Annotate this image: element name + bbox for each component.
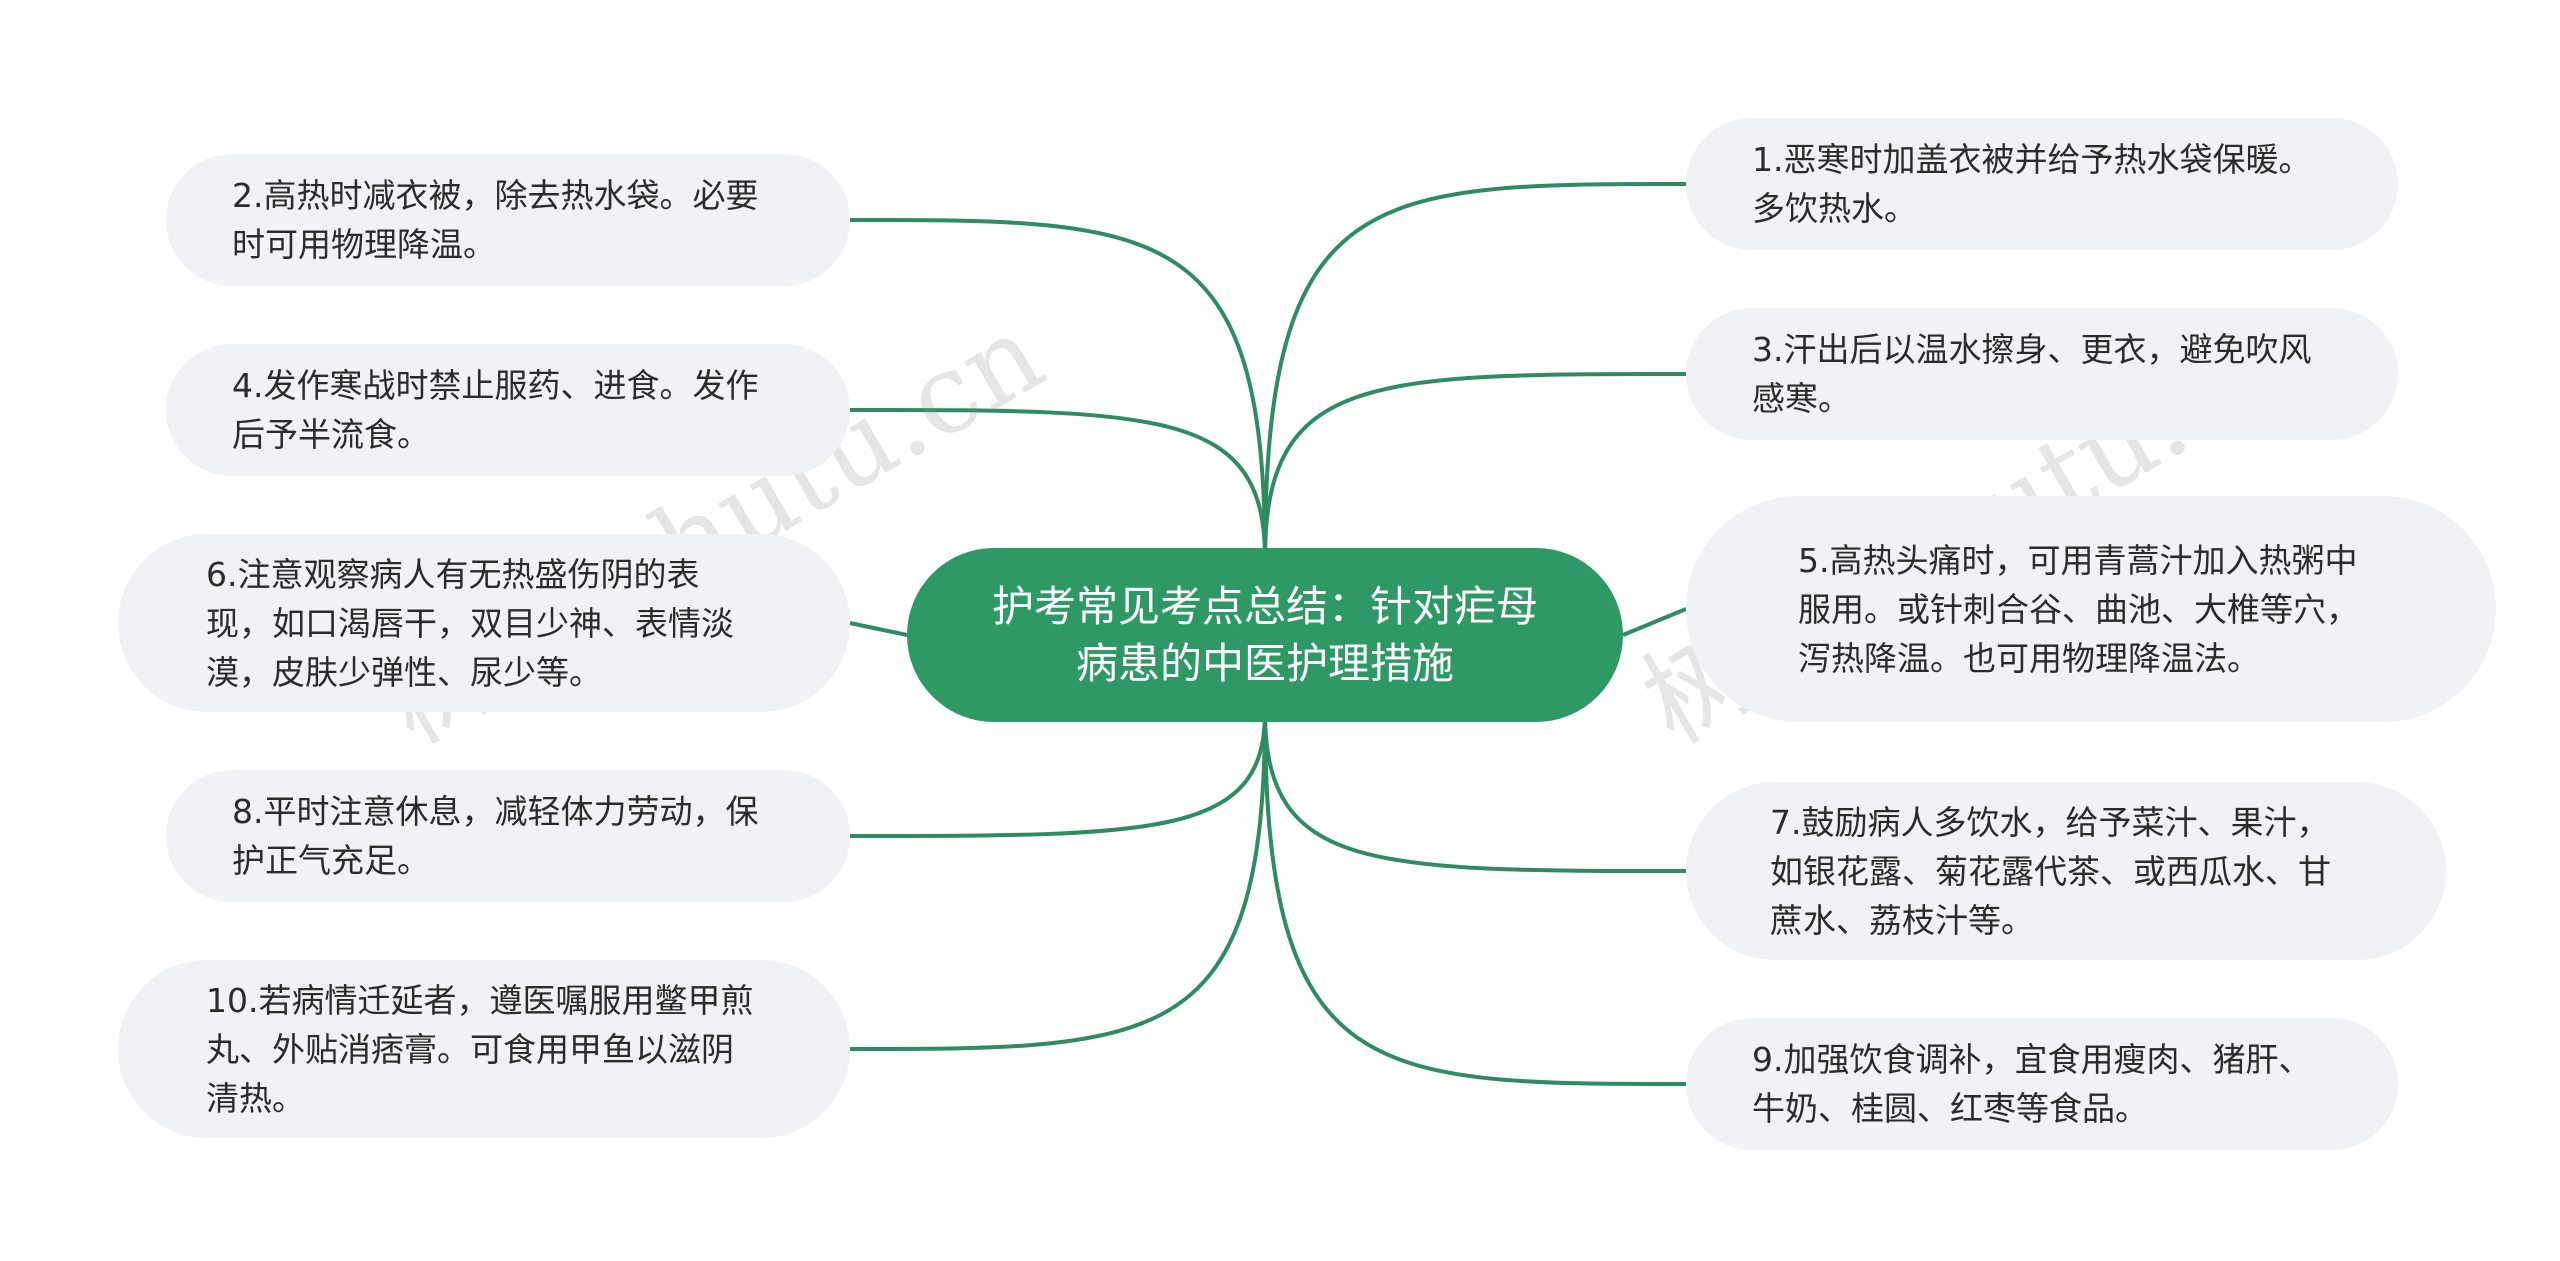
connector-n2: [849, 218, 1267, 559]
branch-node-4[interactable]: 4.发作寒战时禁止服药、进食。发作后予半流食。: [166, 344, 850, 476]
branch-node-label: 5.高热头痛时，可用青蒿汁加入热粥中服用。或针刺合谷、曲池、大椎等穴，泻热降温。…: [1798, 540, 2359, 678]
branch-node-6[interactable]: 6.注意观察病人有无热盛伤阴的表现，如口渴唇干，双目少神、表情淡漠，皮肤少弹性、…: [118, 534, 850, 712]
connector-n3: [1263, 372, 1687, 559]
connector-n5: [1622, 607, 1687, 637]
branch-node-label: 8.平时注意休息，减轻体力劳动，保护正气充足。: [232, 792, 759, 880]
central-topic[interactable]: 护考常见考点总结：针对疟母病患的中医护理措施: [907, 548, 1623, 722]
branch-node-3[interactable]: 3.汗出后以温水擦身、更衣，避免吹风感寒。: [1686, 308, 2398, 440]
branch-node-label: 4.发作寒战时禁止服药、进食。发作后予半流食。: [232, 366, 759, 454]
branch-node-2[interactable]: 2.高热时减衣被，除去热水袋。必要时可用物理降温。: [166, 154, 850, 286]
branch-node-1[interactable]: 1.恶寒时加盖衣被并给予热水袋保暖。多饮热水。: [1686, 118, 2398, 250]
branch-node-label: 6.注意观察病人有无热盛伤阴的表现，如口渴唇干，双目少神、表情淡漠，皮肤少弹性、…: [206, 554, 734, 692]
connector-n8: [849, 711, 1267, 838]
branch-node-label: 9.加强饮食调补，宜食用瘦肉、猪肝、牛奶、桂圆、红枣等食品。: [1752, 1040, 2312, 1128]
branch-node-label: 2.高热时减衣被，除去热水袋。必要时可用物理降温。: [232, 176, 759, 264]
connector-n6: [849, 621, 908, 637]
branch-node-10[interactable]: 10.若病情迁延者，遵医嘱服用鳖甲煎丸、外贴消痞膏。可食用甲鱼以滋阴清热。: [118, 960, 850, 1138]
branch-node-label: 3.汗出后以温水擦身、更衣，避免吹风感寒。: [1752, 330, 2312, 418]
branch-node-label: 7.鼓励病人多饮水，给予菜汁、果汁，如银花露、菊花露代茶、或西瓜水、甘蔗水、荔枝…: [1770, 802, 2331, 940]
branch-node-label: 10.若病情迁延者，遵医嘱服用鳖甲煎丸、外贴消痞膏。可食用甲鱼以滋阴清热。: [206, 980, 754, 1118]
connector-n4: [849, 408, 1267, 559]
connector-n10: [849, 711, 1267, 1051]
connector-n9: [1263, 711, 1687, 1086]
branch-node-7[interactable]: 7.鼓励病人多饮水，给予菜汁、果汁，如银花露、菊花露代茶、或西瓜水、甘蔗水、荔枝…: [1686, 782, 2446, 960]
central-topic-label: 护考常见考点总结：针对疟母病患的中医护理措施: [991, 582, 1538, 688]
branch-node-8[interactable]: 8.平时注意休息，减轻体力劳动，保护正气充足。: [166, 770, 850, 902]
connector-n1: [1263, 182, 1687, 559]
branch-node-5[interactable]: 5.高热头痛时，可用青蒿汁加入热粥中服用。或针刺合谷、曲池、大椎等穴，泻热降温。…: [1686, 496, 2496, 722]
connector-n7: [1263, 711, 1687, 873]
branch-node-9[interactable]: 9.加强饮食调补，宜食用瘦肉、猪肝、牛奶、桂圆、红枣等食品。: [1686, 1018, 2398, 1150]
branch-node-label: 1.恶寒时加盖衣被并给予热水袋保暖。多饮热水。: [1752, 140, 2312, 228]
